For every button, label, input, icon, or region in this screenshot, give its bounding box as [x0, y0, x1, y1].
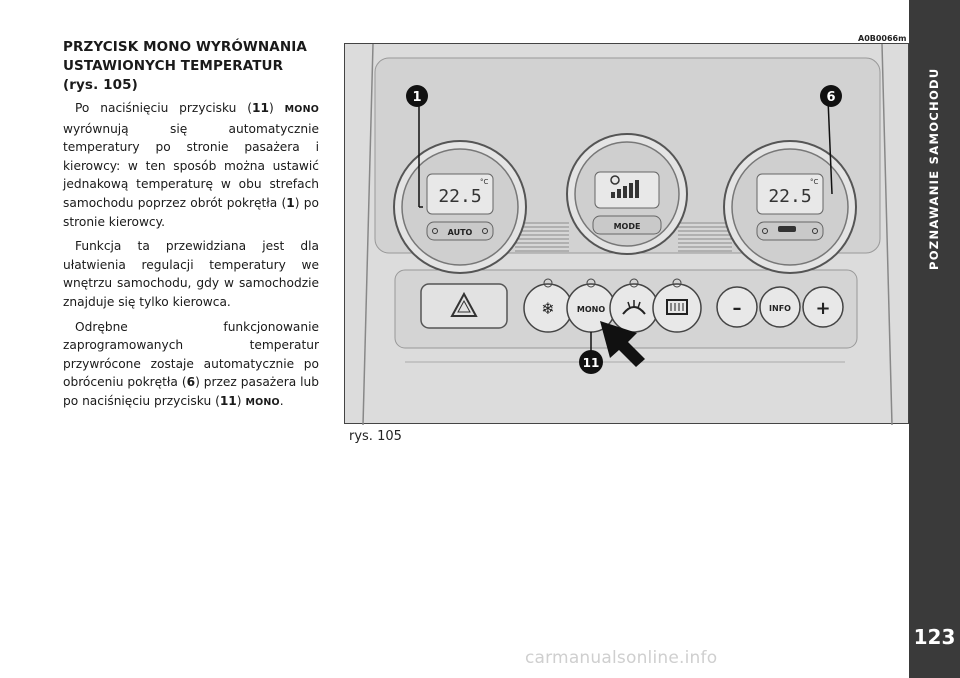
paragraph-2: Funkcja ta przewidziana jest dla ułatwie…: [63, 239, 319, 309]
info-button[interactable]: INFO: [759, 286, 801, 328]
p3-text-d: .: [279, 393, 284, 408]
paragraph-3: Odrębne funkcjonowanie zaprogramowanych …: [63, 318, 319, 413]
p1-text-b: ): [269, 101, 285, 115]
p3-text-b: ) przez pasażera lub po naciśnięciu przy…: [63, 375, 319, 408]
left-vent: [515, 222, 569, 252]
heading-line-1: PRZYCISK MONO WYRÓWNANIA: [63, 39, 307, 55]
left-unit: °C: [480, 178, 489, 186]
right-temp-display: 22.5: [768, 186, 811, 207]
callout-6: 6: [820, 85, 842, 107]
p3-text-c: ): [236, 393, 246, 408]
watermark: carmanualsonline.info: [525, 648, 718, 668]
p3-key-mono: MONO: [245, 396, 280, 408]
right-temperature-knob[interactable]: 22.5 °C: [723, 140, 857, 274]
heading-line-3: (rys. 105): [63, 77, 138, 93]
figure-code: A0B0066m: [858, 34, 907, 43]
pointer-arrow: [600, 321, 645, 367]
page-number: 123: [913, 625, 956, 649]
minus-button[interactable]: –: [716, 286, 758, 328]
mode-label: MODE: [614, 222, 641, 231]
p1-text-c: wyrównują się automatycznie temperatury …: [63, 121, 319, 210]
heading-line-2: USTAWIONYCH TEMPERATUR: [63, 58, 284, 74]
hazard-button[interactable]: [420, 283, 508, 329]
p1-text-a: Po naciśnięciu przycisku (: [75, 101, 253, 115]
section-heading: PRZYCISK MONO WYRÓWNANIA USTAWIONYCH TEM…: [63, 38, 319, 95]
minus-label: –: [733, 298, 742, 319]
auto-label: AUTO: [448, 228, 473, 237]
chapter-sidebar: POZNAWANIE SAMOCHODU 123: [909, 0, 960, 678]
callout-11: 11: [579, 350, 603, 374]
climate-panel-figure: 22.5 °C AUTO MODE 22.5 °C: [344, 43, 909, 425]
windscreen-defrost-button[interactable]: [609, 278, 659, 333]
center-mode-unit[interactable]: MODE: [566, 133, 688, 255]
rear-defrost-button[interactable]: [652, 278, 702, 333]
p1-ref-1: 1: [286, 195, 295, 210]
info-label: INFO: [769, 304, 791, 313]
figure-caption: rys. 105: [349, 429, 402, 444]
svg-text:11: 11: [583, 356, 600, 370]
left-temperature-knob[interactable]: 22.5 °C AUTO: [393, 140, 527, 274]
p3-text-a: Odrębne funkcjonowanie zaprogramowanych …: [63, 319, 319, 390]
p1-ref-11: 11: [252, 101, 269, 115]
svg-text:1: 1: [412, 90, 421, 105]
svg-text:6: 6: [826, 90, 835, 105]
p3-ref-11: 11: [219, 393, 237, 408]
plus-label: +: [815, 298, 830, 319]
right-unit: °C: [810, 178, 819, 186]
ac-button[interactable]: ❄: [523, 278, 573, 333]
p1-key-mono: MONO: [284, 104, 319, 115]
mono-label: MONO: [577, 305, 605, 314]
p3-ref-6: 6: [186, 375, 196, 390]
callout-1: 1: [406, 85, 428, 107]
plus-button[interactable]: +: [802, 286, 844, 328]
chapter-title: POZNAWANIE SAMOCHODU: [927, 67, 941, 270]
climate-panel-illustration: 22.5 °C AUTO MODE 22.5 °C: [362, 44, 893, 425]
paragraph-1: Po naciśnięciu przycisku (11) MONO wyrów…: [63, 99, 319, 231]
rear-defrost-icon: [666, 299, 688, 315]
text-column: PRZYCISK MONO WYRÓWNANIA USTAWIONYCH TEM…: [63, 38, 319, 419]
snowflake-icon: ❄: [541, 299, 554, 318]
right-vent: [678, 222, 732, 252]
p1-text-d: ) po stronie kierowcy.: [63, 195, 319, 229]
defrost-icon: [627, 300, 641, 309]
left-temp-display: 22.5: [438, 186, 481, 207]
